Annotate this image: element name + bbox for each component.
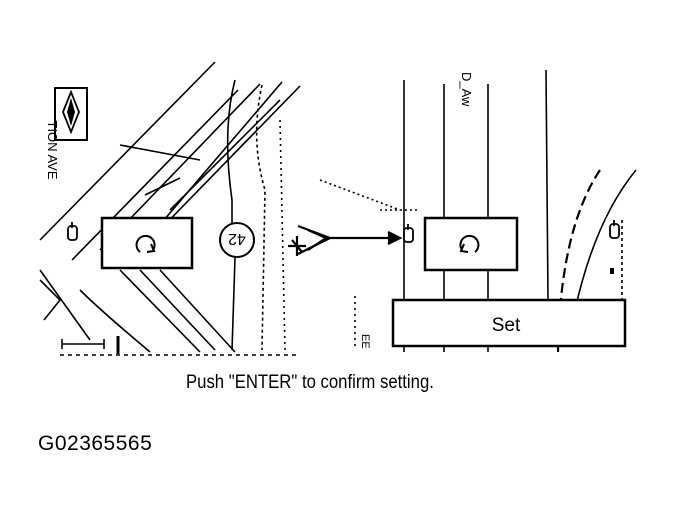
heading-up-icon bbox=[423, 216, 519, 272]
road-label-a: D_Aw bbox=[459, 72, 474, 107]
left-map-panel bbox=[39, 61, 301, 356]
transition-arrow-icon bbox=[297, 224, 403, 255]
route-number: 42 bbox=[228, 230, 246, 247]
set-button-label: Set bbox=[492, 315, 521, 336]
vehicle-marker-icon bbox=[67, 222, 78, 241]
heading-up-icon bbox=[100, 216, 194, 270]
road-label-b: EE bbox=[359, 334, 371, 349]
set-button[interactable]: Set bbox=[391, 298, 627, 348]
vehicle-marker-icon bbox=[403, 224, 414, 243]
figure-id: G02365565 bbox=[38, 432, 153, 455]
street-label: TION AVE bbox=[45, 121, 60, 180]
north-arrow-icon bbox=[54, 87, 88, 141]
cursor-crosshair-icon bbox=[288, 236, 306, 256]
navigation-map-diagram: TION AVE 42 bbox=[39, 61, 637, 356]
destination-marker-icon bbox=[609, 220, 620, 239]
route-shield-icon: 42 bbox=[219, 222, 255, 258]
instruction-caption: Push "ENTER" to confirm setting. bbox=[186, 372, 434, 393]
